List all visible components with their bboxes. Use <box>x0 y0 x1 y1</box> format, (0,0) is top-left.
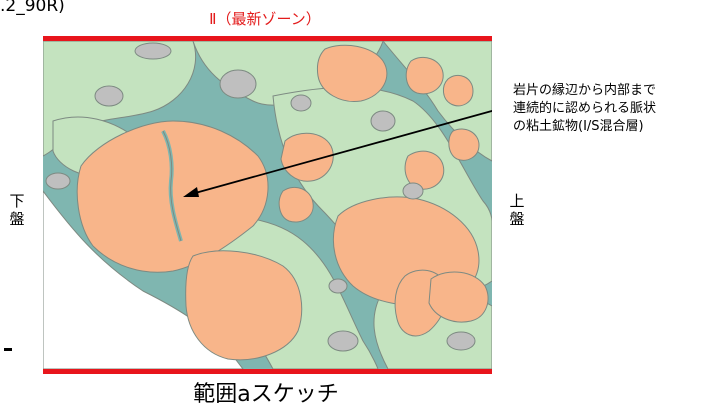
rock-fragment-small-2 <box>405 57 444 95</box>
rock-fragment-small-1 <box>278 187 314 223</box>
gray-clast-8 <box>446 331 476 351</box>
rock-fragment-right-edge <box>428 271 489 323</box>
gray-clast-5 <box>370 110 396 132</box>
zone-label: Ⅱ（最新ゾーン） <box>209 10 321 28</box>
sketch-area <box>43 41 492 369</box>
gray-clast-7 <box>327 330 359 352</box>
bottom-boundary-bar <box>43 369 492 374</box>
gray-clast-2 <box>45 172 71 190</box>
hangingwall-label: 上盤 <box>509 192 525 228</box>
rock-fragment-top-center <box>316 44 388 102</box>
rock-fragment-small-3 <box>443 75 474 107</box>
arrowhead-icon <box>183 187 199 197</box>
gray-clast-4 <box>290 94 312 112</box>
annotation-line-3: の粘土鉱物(I/S混合層) <box>513 119 644 134</box>
vein-annotation: 岩片の縁辺から内部まで 連続的に認められる脈状 の粘土鉱物(I/S混合層) <box>513 82 656 136</box>
gray-clast-6 <box>402 182 424 200</box>
edge-tick-mark <box>4 348 12 351</box>
top-boundary-bar <box>43 36 492 41</box>
gray-clast-3 <box>219 69 257 99</box>
gray-clast-1 <box>94 85 124 107</box>
annotation-arrow <box>187 110 492 196</box>
partial-figure-label: .2_90R) <box>0 0 65 16</box>
annotation-line-1: 岩片の縁辺から内部まで <box>513 83 657 98</box>
rock-fragment-small-4 <box>404 150 445 190</box>
footwall-label: 下盤 <box>9 192 25 228</box>
rock-fragment-small-5 <box>448 128 480 161</box>
gray-clast-9 <box>134 42 172 60</box>
annotation-line-2: 連続的に認められる脈状 <box>513 101 657 116</box>
gray-clast-10 <box>328 278 348 294</box>
figure-caption: 範囲aスケッチ <box>193 382 339 407</box>
clay-vein-outline <box>162 130 182 242</box>
rock-fragment-mid-center <box>280 132 334 182</box>
rock-fragment-bottom-center <box>185 250 303 361</box>
